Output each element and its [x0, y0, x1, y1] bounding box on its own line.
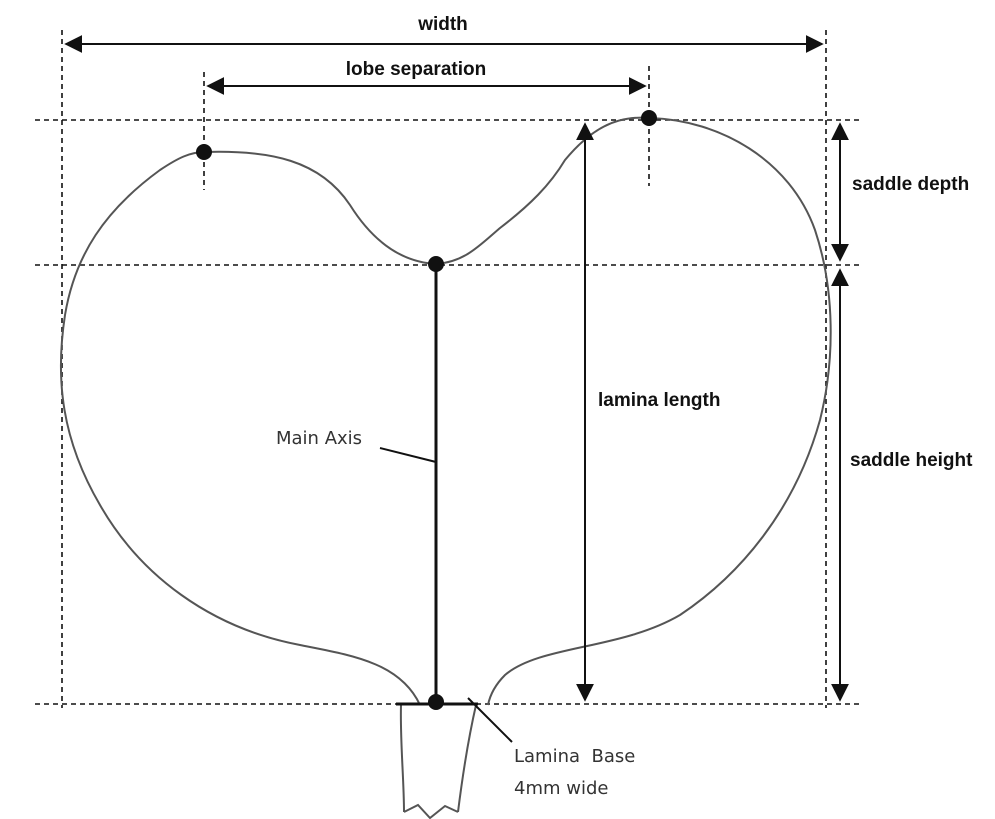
label-saddle-height: saddle height	[850, 450, 973, 471]
petiole-left-edge	[399, 704, 405, 813]
right-lobe-point	[641, 110, 657, 126]
label-lamina-base-line2: 4mm wide	[514, 778, 608, 799]
label-main-axis: Main Axis	[276, 428, 362, 449]
lamina-base-leader	[467, 697, 513, 743]
label-lobe-separation: lobe separation	[346, 59, 486, 80]
label-saddle-depth: saddle depth	[852, 174, 969, 195]
saddle-point	[428, 256, 444, 272]
label-lamina-base-line1: Lamina Base	[514, 746, 635, 767]
left-lobe-point	[196, 144, 212, 160]
main-axis-leader	[379, 447, 437, 463]
leaf-outline	[59, 116, 832, 706]
lamina-base-point	[428, 694, 444, 710]
label-lamina-length: lamina length	[598, 390, 720, 411]
guide-lines	[35, 30, 860, 708]
label-width: width	[417, 14, 468, 35]
petiole-right-edge	[457, 704, 477, 813]
petiole-cut-end	[403, 803, 459, 819]
